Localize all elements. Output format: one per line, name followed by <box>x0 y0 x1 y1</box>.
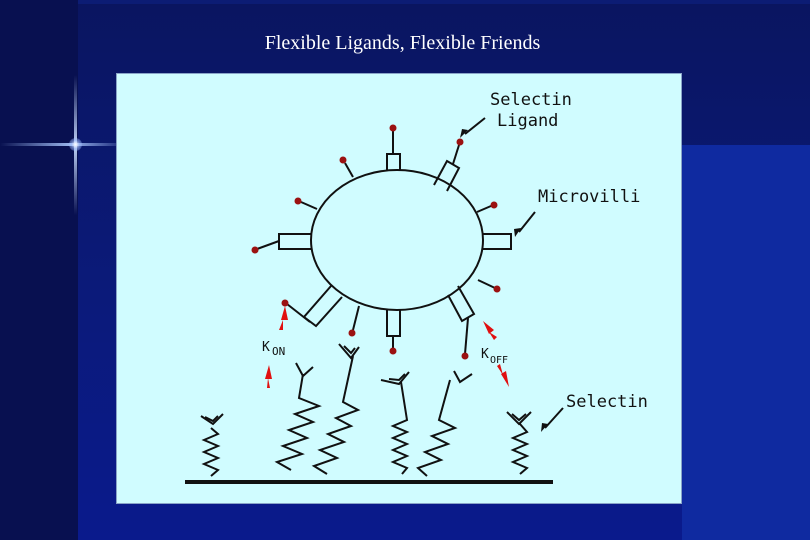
selectin-spring-5 <box>416 379 458 477</box>
background-top-band <box>0 0 810 4</box>
microvillus-top <box>386 130 401 171</box>
diagram-panel: Selectin Ligand Microvilli Selectin K ON… <box>116 73 682 504</box>
sparkle-star-icon <box>69 138 82 151</box>
selectin-head-5 <box>453 370 473 384</box>
selectin-head-3 <box>338 343 360 360</box>
selectin-head-4 <box>380 371 410 386</box>
k-off-label: K <box>481 347 489 362</box>
microvilli-pointer <box>518 211 536 233</box>
selectin-head-6 <box>506 411 532 426</box>
koff-arrow-down <box>497 364 509 387</box>
selectin-spring-2 <box>274 373 322 471</box>
ligand-dots <box>251 124 501 360</box>
rate-arrows <box>265 306 509 388</box>
selectin-ligand-pointer <box>464 117 486 135</box>
slide-title: Flexible Ligands, Flexible Friends <box>264 32 541 54</box>
microvillus-left <box>256 233 312 250</box>
microvillus-top-right <box>433 144 461 192</box>
cell-body <box>310 169 484 311</box>
koff-arrow-up <box>483 321 497 340</box>
selectin-label: Selectin <box>566 392 648 412</box>
leukocyte-diagram: Selectin Ligand Microvilli Selectin K ON… <box>185 90 648 484</box>
microvillus-bottom-left <box>286 285 343 328</box>
sparkle-horizontal-ray <box>0 143 128 146</box>
k-on-subscript: ON <box>272 345 285 358</box>
background-right-band <box>682 145 810 540</box>
microvillus-bottom-right <box>447 285 476 355</box>
kon-arrow-down <box>279 306 288 330</box>
microvilli-label: Microvilli <box>538 187 640 207</box>
selectin-spring-1 <box>201 427 221 477</box>
k-off-subscript: OFF <box>490 355 508 366</box>
selectin-ligand-label-line1: Selectin <box>490 90 572 110</box>
k-on-label: K <box>262 340 270 355</box>
selectin-pointer <box>544 407 564 429</box>
background-left-band <box>0 0 78 540</box>
microvillus-bottom <box>386 310 401 348</box>
selectin-ligand-label-line2: Ligand <box>497 111 558 131</box>
microvillus-right <box>482 233 512 250</box>
selectin-head-1 <box>200 413 224 426</box>
selectin-spring-6 <box>510 423 530 475</box>
selectin-spring-4 <box>390 381 410 475</box>
selectin-spring-3 <box>311 355 361 475</box>
kon-arrow-up <box>265 365 272 388</box>
selectin-head-2 <box>295 362 314 378</box>
